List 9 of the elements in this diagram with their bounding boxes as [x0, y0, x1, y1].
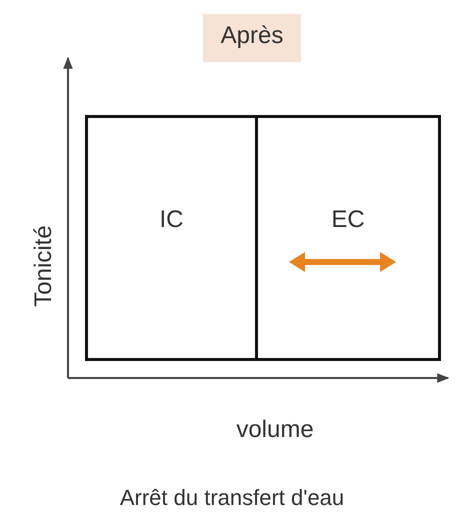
axis-title: volume	[236, 416, 314, 444]
compartment-box	[85, 115, 258, 361]
axis-title: Tonicité	[30, 225, 58, 307]
caption-text: Arrêt du transfert d'eau	[120, 485, 344, 511]
compartment-box	[255, 115, 441, 361]
title-box	[203, 14, 301, 62]
node-label: EC	[331, 206, 365, 234]
node-label: Après	[220, 22, 284, 50]
node-label: IC	[160, 206, 184, 234]
